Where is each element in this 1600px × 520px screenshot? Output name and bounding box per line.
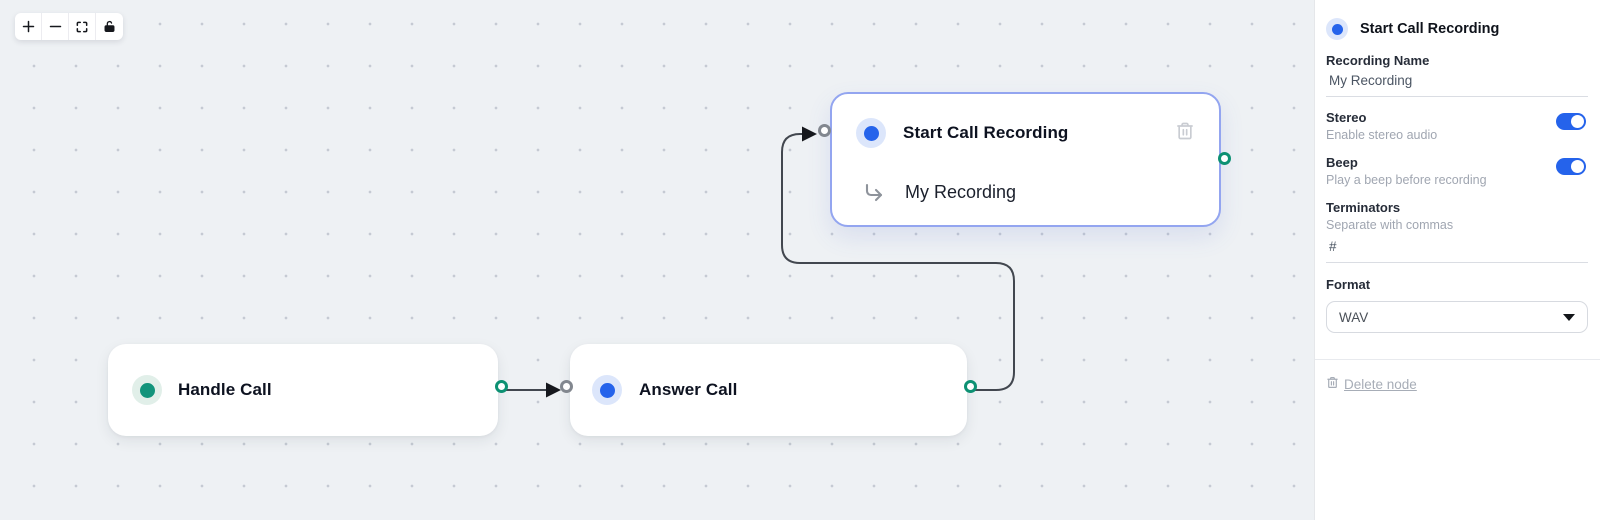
delete-node-button[interactable] bbox=[1175, 121, 1195, 146]
trash-icon bbox=[1326, 376, 1339, 392]
edges-layer bbox=[498, 126, 1015, 398]
format-select[interactable]: WAV bbox=[1326, 301, 1588, 333]
format-field: Format WAV bbox=[1326, 277, 1588, 333]
recording-name-field: Recording Name bbox=[1326, 53, 1588, 97]
beep-toggle[interactable] bbox=[1556, 158, 1586, 175]
node-header: Handle Call bbox=[132, 375, 474, 405]
node-answer-call[interactable]: Answer Call bbox=[560, 344, 977, 436]
recording-name-input[interactable] bbox=[1326, 68, 1588, 97]
beep-help: Play a beep before recording bbox=[1326, 173, 1487, 187]
format-label: Format bbox=[1326, 277, 1371, 292]
plus-icon bbox=[21, 19, 36, 34]
source-handle[interactable] bbox=[964, 380, 977, 393]
corner-down-right-icon bbox=[862, 180, 886, 204]
node-start-call-recording[interactable]: Start Call Recording My Recording bbox=[818, 92, 1231, 227]
terminators-label: Terminators bbox=[1326, 200, 1401, 215]
node-status-icon bbox=[592, 375, 622, 405]
terminators-help: Separate with commas bbox=[1326, 218, 1454, 232]
stereo-toggle[interactable] bbox=[1556, 113, 1586, 130]
edge-arrowhead bbox=[546, 382, 561, 398]
terminators-field: Terminators Separate with commas bbox=[1326, 200, 1588, 263]
node-status-icon bbox=[1326, 18, 1348, 40]
beep-row: Beep Play a beep before recording bbox=[1326, 155, 1588, 187]
fit-view-button[interactable] bbox=[69, 13, 96, 40]
target-handle[interactable] bbox=[560, 380, 573, 393]
stereo-label: Stereo bbox=[1326, 110, 1367, 125]
stereo-row: Stereo Enable stereo audio bbox=[1326, 110, 1588, 142]
terminators-input[interactable] bbox=[1326, 234, 1588, 263]
source-handle[interactable] bbox=[495, 380, 508, 393]
node-header: Start Call Recording bbox=[856, 118, 1195, 148]
zoom-out-button[interactable] bbox=[42, 13, 69, 40]
zoom-in-button[interactable] bbox=[15, 13, 42, 40]
trash-icon bbox=[1175, 121, 1195, 146]
delete-node-link[interactable]: Delete node bbox=[1326, 376, 1417, 392]
source-handle[interactable] bbox=[1218, 152, 1231, 165]
edge-arrowhead bbox=[802, 126, 817, 142]
panel-divider bbox=[1315, 359, 1600, 360]
node-header: Answer Call bbox=[592, 375, 943, 405]
panel-title: Start Call Recording bbox=[1360, 21, 1500, 37]
node-subtitle-row: My Recording bbox=[862, 180, 1016, 204]
lock-button[interactable] bbox=[96, 13, 123, 40]
node-title: Start Call Recording bbox=[903, 123, 1069, 142]
lock-open-icon bbox=[103, 20, 116, 33]
node-title: Answer Call bbox=[639, 380, 738, 399]
minus-icon bbox=[48, 19, 63, 34]
beep-label: Beep bbox=[1326, 155, 1358, 170]
canvas-controls bbox=[15, 13, 123, 40]
flow-canvas[interactable]: Handle Call Answer Call Start Call Recor… bbox=[0, 0, 1314, 520]
panel-header: Start Call Recording bbox=[1326, 18, 1588, 40]
stereo-help: Enable stereo audio bbox=[1326, 128, 1438, 142]
target-handle[interactable] bbox=[818, 124, 831, 137]
toggle-knob bbox=[1571, 115, 1584, 128]
format-value: WAV bbox=[1339, 309, 1369, 325]
fit-view-icon bbox=[75, 20, 89, 34]
chevron-down-icon bbox=[1563, 313, 1575, 321]
properties-panel: Start Call Recording Recording Name Ster… bbox=[1314, 0, 1600, 520]
node-handle-call[interactable]: Handle Call bbox=[108, 344, 508, 436]
delete-node-label: Delete node bbox=[1344, 376, 1417, 392]
stereo-texts: Stereo Enable stereo audio bbox=[1326, 110, 1437, 142]
node-subtitle: My Recording bbox=[905, 181, 1017, 202]
recording-name-label: Recording Name bbox=[1326, 53, 1430, 68]
node-status-icon bbox=[132, 375, 162, 405]
toggle-knob bbox=[1571, 160, 1584, 173]
node-status-icon bbox=[856, 118, 886, 148]
beep-texts: Beep Play a beep before recording bbox=[1326, 155, 1487, 187]
node-title: Handle Call bbox=[178, 380, 272, 399]
